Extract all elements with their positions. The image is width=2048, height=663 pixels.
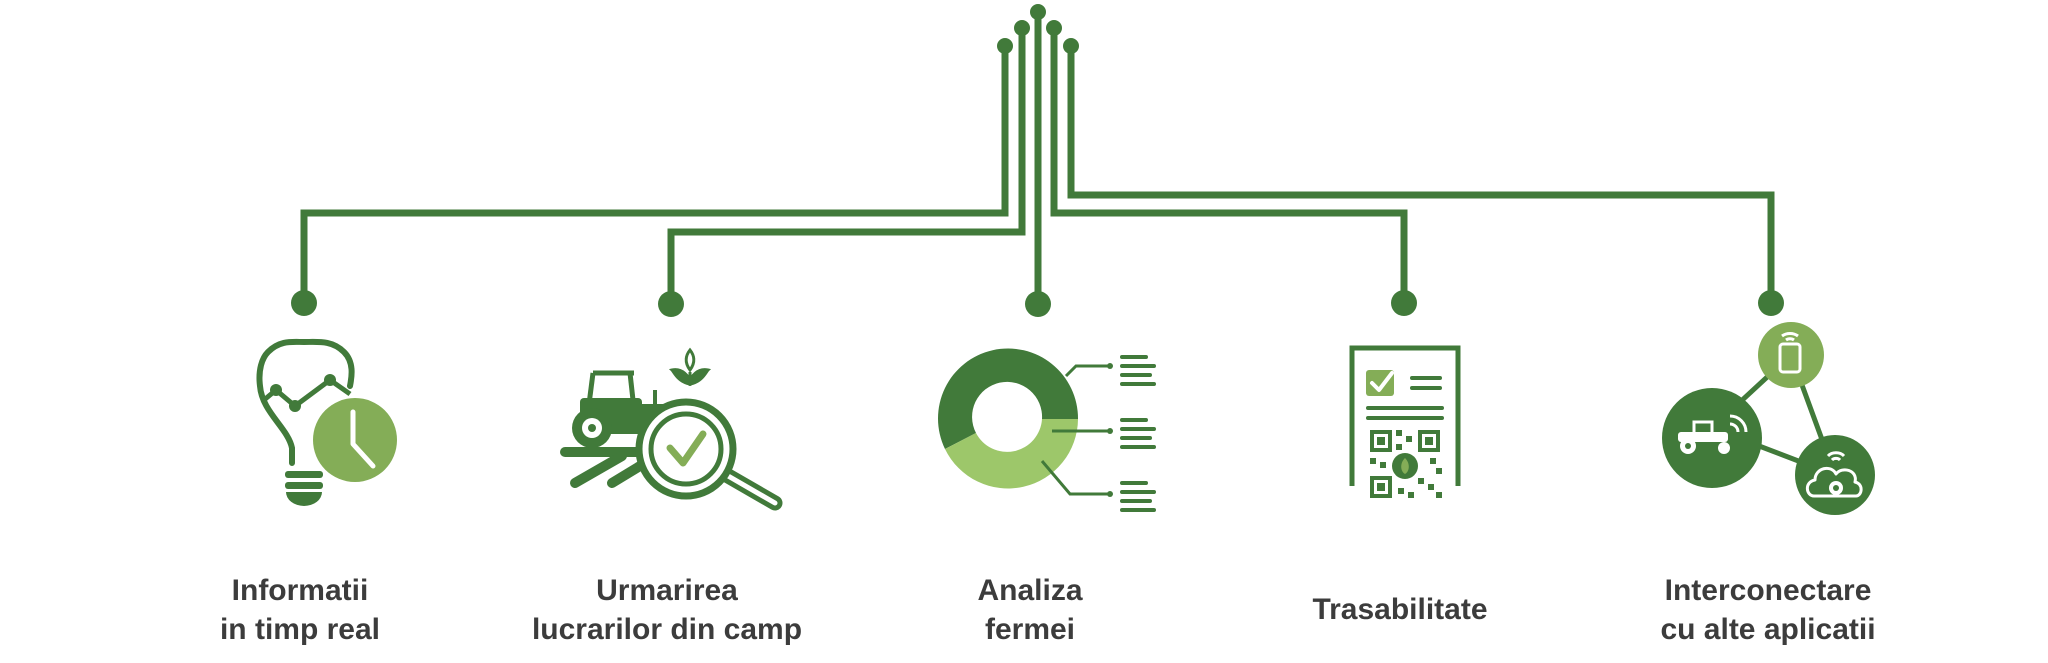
connector-line-interconnect xyxy=(1067,46,1775,302)
connector-line-field-work xyxy=(667,28,1026,302)
connector-lines xyxy=(300,12,1775,302)
feature-label-realtime-line1: Informatii xyxy=(231,574,369,607)
hub-endpoints xyxy=(997,4,1079,54)
connector-line-traceability xyxy=(1050,28,1408,302)
feature-nodes xyxy=(291,290,1784,317)
feature-label-interconnect: Interconectare cu alte aplicatii xyxy=(1598,571,1938,649)
donut-chart-icon xyxy=(938,348,1156,512)
feature-label-farm-analysis: Analiza fermei xyxy=(860,571,1200,649)
feature-label-farm-analysis-line1: Analiza xyxy=(977,574,1083,607)
tractor-magnifier-check-icon xyxy=(560,347,783,511)
connector-line-realtime xyxy=(300,46,1009,302)
feature-label-traceability-line1: Trasabilitate xyxy=(1312,593,1488,626)
feature-label-interconnect-line1: Interconectare xyxy=(1664,574,1872,607)
feature-label-farm-analysis-line2: fermei xyxy=(984,613,1076,646)
feature-label-interconnect-line2: cu alte aplicatii xyxy=(1660,613,1876,646)
feature-label-field-work-line2: lucrarilor din camp xyxy=(531,613,803,646)
feature-label-realtime: Informatii in timp real xyxy=(130,571,470,649)
feature-label-field-work: Urmarirea lucrarilor din camp xyxy=(497,571,837,649)
feature-label-field-work-line1: Urmarirea xyxy=(596,574,738,607)
feature-label-realtime-line2: in timp real xyxy=(219,613,381,646)
feature-label-traceability: Trasabilitate xyxy=(1230,590,1570,629)
connected-network-icon xyxy=(1662,322,1875,515)
lightbulb-clock-icon xyxy=(256,338,397,506)
document-qr-code-icon xyxy=(1349,345,1461,498)
